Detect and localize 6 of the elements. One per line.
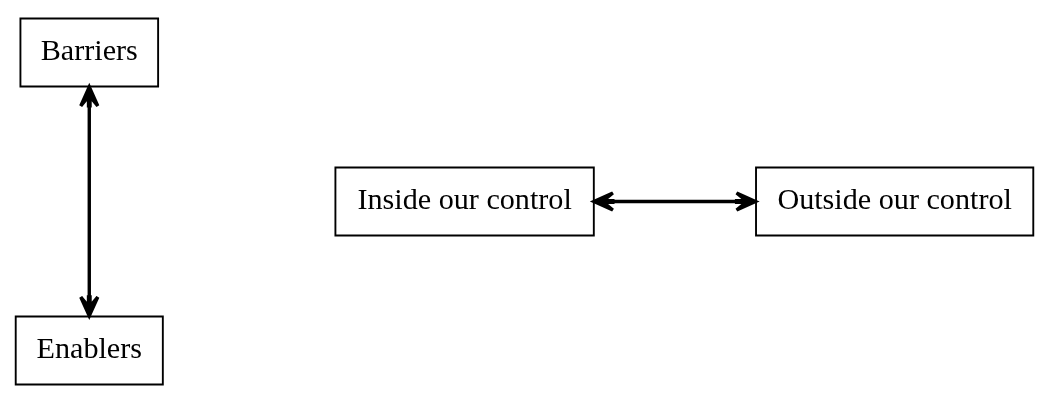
arrow (592, 190, 758, 212)
node-box: Inside our control (334, 166, 595, 236)
node-box: Barriers (19, 17, 160, 87)
node-box: Enablers (14, 315, 164, 385)
arrow (79, 84, 100, 318)
node-box: Outside our control (755, 166, 1035, 236)
